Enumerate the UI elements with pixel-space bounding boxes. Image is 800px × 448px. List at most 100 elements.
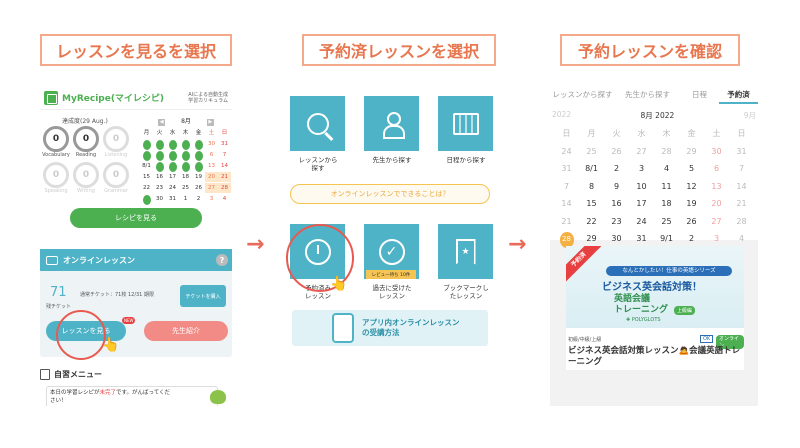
mini-day[interactable] <box>179 150 192 161</box>
mini-day[interactable]: 1 <box>183 196 188 202</box>
calendar-day[interactable]: 17 <box>636 199 647 208</box>
prev-month[interactable]: 2022 <box>552 110 572 119</box>
calendar-day[interactable]: 9 <box>613 181 620 191</box>
calendar-day[interactable]: 30 <box>711 146 722 156</box>
calendar-day[interactable]: 23 <box>611 216 622 226</box>
mini-day[interactable]: 25 <box>182 185 189 191</box>
calendar-day[interactable]: 3 <box>713 234 720 243</box>
app-lesson-guide-banner[interactable]: アプリ内オンラインレッスン の受講方法 <box>292 310 488 346</box>
calendar-day[interactable]: 2 <box>688 234 695 243</box>
mini-day[interactable] <box>166 150 179 161</box>
calendar-day[interactable]: 27 <box>711 216 722 226</box>
tab-reserved[interactable]: 予約済 <box>719 86 758 104</box>
calendar-day[interactable]: 21 <box>736 199 747 208</box>
calendar-day[interactable]: 6 <box>713 164 720 173</box>
mini-day[interactable]: 13 <box>208 163 215 169</box>
calendar-day[interactable]: 28 <box>661 146 672 156</box>
mini-day[interactable]: 14 <box>221 163 228 169</box>
calendar-day[interactable]: 24 <box>561 146 572 156</box>
mini-day[interactable] <box>140 150 153 161</box>
mini-day[interactable]: 21 <box>218 172 231 182</box>
calendar-day[interactable]: 31 <box>561 164 572 173</box>
mini-day[interactable]: 6 <box>209 152 214 158</box>
calendar-day[interactable]: 19 <box>686 199 697 208</box>
mini-day[interactable] <box>192 139 205 150</box>
calendar-day[interactable]: 12 <box>686 181 697 191</box>
calendar-day[interactable]: 9/1 <box>660 234 673 243</box>
calendar-day[interactable]: 4 <box>738 234 745 243</box>
calendar-day[interactable]: 7 <box>563 181 570 191</box>
next-month-icon[interactable]: ▶ <box>206 119 214 126</box>
calendar-day[interactable]: 5 <box>688 164 695 173</box>
calendar-day[interactable]: 8 <box>588 181 595 191</box>
mini-day[interactable]: 2 <box>196 196 201 202</box>
mini-day[interactable]: 4 <box>222 196 227 202</box>
calendar-day[interactable]: 29 <box>686 146 697 156</box>
mini-day[interactable]: 30 <box>208 141 215 147</box>
calendar-day[interactable]: 24 <box>636 216 647 226</box>
calendar-day[interactable]: 14 <box>561 199 572 208</box>
calendar-day[interactable]: 3 <box>638 164 645 173</box>
mini-day[interactable] <box>166 139 179 150</box>
calendar-day[interactable]: 8/1 <box>585 164 598 173</box>
calendar-day[interactable]: 21 <box>561 216 572 226</box>
reserved-lesson-card[interactable]: 予約済 なんとかしたい！仕事の英語シリーズ ビジネス英会話対策！ 英語会議 トレ… <box>566 246 744 370</box>
mini-day[interactable]: 26 <box>195 185 202 191</box>
calendar-day[interactable]: 18 <box>661 199 672 208</box>
calendar-day[interactable]: 15 <box>586 199 597 208</box>
calendar-day[interactable]: 28 <box>554 231 579 248</box>
mini-day[interactable]: 22 <box>143 185 150 191</box>
mini-day[interactable]: 31 <box>221 141 228 147</box>
bookmarked-lessons-button[interactable]: ★ <box>438 224 493 279</box>
teacher-intro-button[interactable]: 先生紹介 <box>144 321 228 341</box>
calendar-day[interactable]: 29 <box>586 234 597 243</box>
mini-day[interactable]: 19 <box>195 174 202 180</box>
calendar-day[interactable]: 31 <box>636 234 647 243</box>
mini-day[interactable]: 28 <box>218 183 231 193</box>
mini-day[interactable]: 8/1 <box>142 163 151 169</box>
search-by-teacher-button[interactable] <box>364 96 419 151</box>
mini-day[interactable] <box>192 150 205 161</box>
mini-day[interactable] <box>192 161 205 172</box>
buy-ticket-button[interactable]: チケットを購入 <box>180 285 226 307</box>
calendar-day[interactable]: 27 <box>636 146 647 156</box>
mini-day[interactable] <box>179 139 192 150</box>
tab-search-teacher[interactable]: 先生から探す <box>625 90 670 99</box>
mini-day[interactable]: 16 <box>156 174 163 180</box>
prev-month-icon[interactable]: ◀ <box>158 119 166 126</box>
calendar-day[interactable]: 28 <box>736 216 747 226</box>
calendar-day[interactable]: 7 <box>738 164 745 173</box>
calendar-day[interactable]: 22 <box>586 216 597 226</box>
mini-day[interactable] <box>140 139 153 150</box>
calendar-day[interactable]: 10 <box>636 181 647 191</box>
help-icon[interactable]: ? <box>216 254 228 266</box>
tab-schedule[interactable]: 日程 <box>692 90 707 99</box>
calendar-day[interactable]: 16 <box>611 199 622 208</box>
calendar-day[interactable]: 11 <box>661 181 672 191</box>
mini-day[interactable]: 7 <box>222 152 227 158</box>
calendar-day[interactable]: 26 <box>611 146 622 156</box>
calendar-day[interactable]: 13 <box>711 181 722 191</box>
calendar-day[interactable]: 14 <box>736 181 747 191</box>
mini-day[interactable]: 15 <box>143 174 150 180</box>
view-recipe-button[interactable]: レシピを見る <box>70 208 202 228</box>
calendar-day[interactable]: 26 <box>686 216 697 226</box>
mini-day[interactable] <box>153 150 166 161</box>
mini-day[interactable] <box>179 161 192 172</box>
calendar-day[interactable]: 25 <box>661 216 672 226</box>
calendar-day[interactable]: 2 <box>613 164 620 173</box>
calendar-day[interactable]: 25 <box>586 146 597 156</box>
next-month[interactable]: 9月 <box>743 111 756 120</box>
mini-day[interactable] <box>166 161 179 172</box>
calendar-day[interactable]: 31 <box>736 146 747 156</box>
mini-day[interactable]: 3 <box>209 196 214 202</box>
mini-day[interactable] <box>153 139 166 150</box>
online-lesson-info-button[interactable]: オンラインレッスンでできることは？ <box>290 184 490 204</box>
mini-day[interactable]: 23 <box>156 185 163 191</box>
tab-search-lesson[interactable]: レッスンから探す <box>552 90 613 99</box>
